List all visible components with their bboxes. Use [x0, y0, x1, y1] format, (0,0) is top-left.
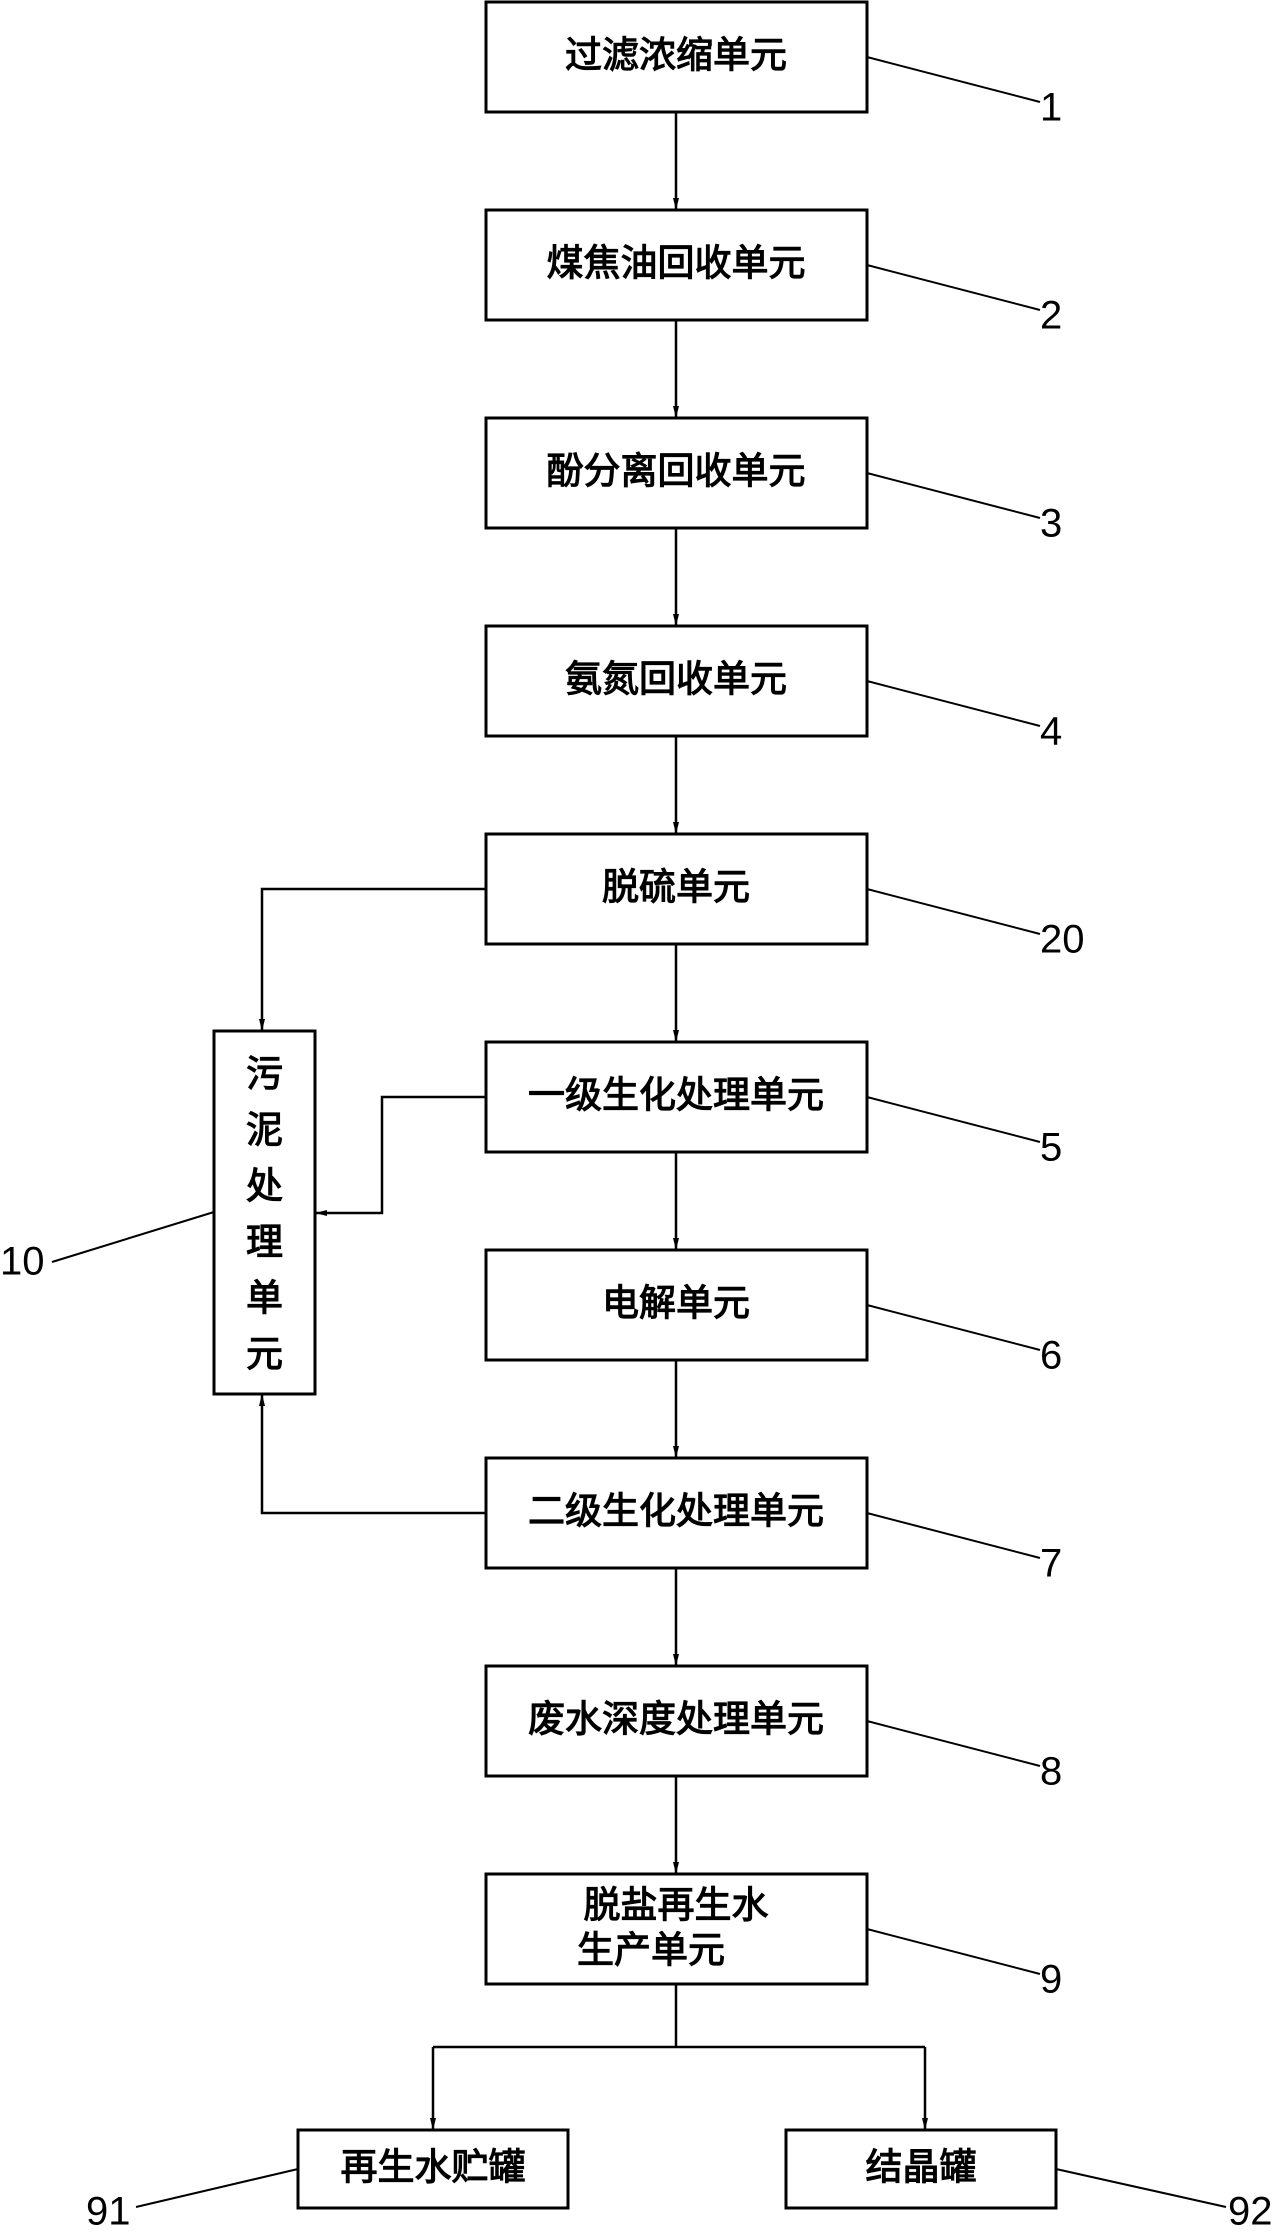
unit-label: 二级生化处理单元 — [528, 1490, 824, 1533]
sludge-unit-box — [212, 1029, 317, 1396]
leader-line — [866, 1512, 1041, 1559]
leader-line — [1055, 2168, 1227, 2208]
reference-number: 9 — [1040, 1958, 1062, 2002]
leader-line — [866, 264, 1041, 311]
unit-label: 脱硫单元 — [602, 866, 750, 909]
sludge-unit-label: 泥 — [246, 1109, 283, 1152]
output-box — [296, 2128, 570, 2210]
reference-number: 1 — [1040, 86, 1062, 130]
leader-line — [866, 56, 1041, 103]
reference-number: 5 — [1040, 1126, 1062, 1170]
reference-number: 91 — [86, 2190, 131, 2234]
unit-box — [484, 208, 869, 322]
reference-number: 20 — [1040, 918, 1085, 962]
unit-label: 煤焦油回收单元 — [547, 242, 806, 285]
sludge-unit-label: 处 — [246, 1165, 283, 1208]
reference-number: 3 — [1040, 502, 1062, 546]
reference-number: 4 — [1040, 710, 1062, 754]
leader-line — [135, 2168, 299, 2208]
unit-label: 电解单元 — [602, 1282, 750, 1325]
unit-box — [484, 1248, 869, 1362]
sludge-flow-arrow — [259, 1394, 486, 1515]
reference-number: 92 — [1228, 2190, 1273, 2234]
sludge-flow-arrow — [259, 887, 486, 1031]
unit-box — [484, 1040, 869, 1154]
unit-box — [484, 416, 869, 530]
leader-line — [51, 1211, 215, 1263]
leader-line — [866, 1720, 1041, 1767]
sludge-unit-label: 单 — [246, 1277, 283, 1320]
leader-line — [866, 472, 1041, 519]
reference-number: 10 — [0, 1240, 45, 1284]
reference-number: 2 — [1040, 294, 1062, 338]
leader-line — [866, 1304, 1041, 1351]
leader-line — [866, 680, 1041, 727]
unit-label: 废水深度处理单元 — [528, 1698, 824, 1741]
leader-line — [866, 1928, 1041, 1975]
sludge-unit-label: 理 — [246, 1221, 283, 1264]
sludge-flow-arrow — [315, 1095, 486, 1216]
sludge-unit-label: 元 — [246, 1333, 283, 1376]
unit-label: 氨氮回收单元 — [565, 658, 787, 701]
reference-number: 7 — [1040, 1542, 1062, 1586]
output-label: 再生水贮罐 — [341, 2146, 526, 2189]
leader-line — [866, 1096, 1041, 1143]
reference-number: 6 — [1040, 1334, 1062, 1378]
output-label: 结晶罐 — [866, 2146, 977, 2189]
unit-label: 脱盐再生水 — [584, 1884, 770, 1927]
unit-label: 酚分离回收单元 — [547, 450, 806, 493]
unit-label: 生产单元 — [577, 1929, 725, 1972]
sludge-unit-label: 污 — [246, 1053, 283, 1096]
reference-number: 8 — [1040, 1750, 1062, 1794]
unit-label: 过滤浓缩单元 — [565, 34, 787, 77]
leader-line — [866, 888, 1041, 935]
unit-label: 一级生化处理单元 — [528, 1074, 824, 1117]
unit-box — [484, 0, 869, 114]
output-box — [784, 2128, 1058, 2210]
